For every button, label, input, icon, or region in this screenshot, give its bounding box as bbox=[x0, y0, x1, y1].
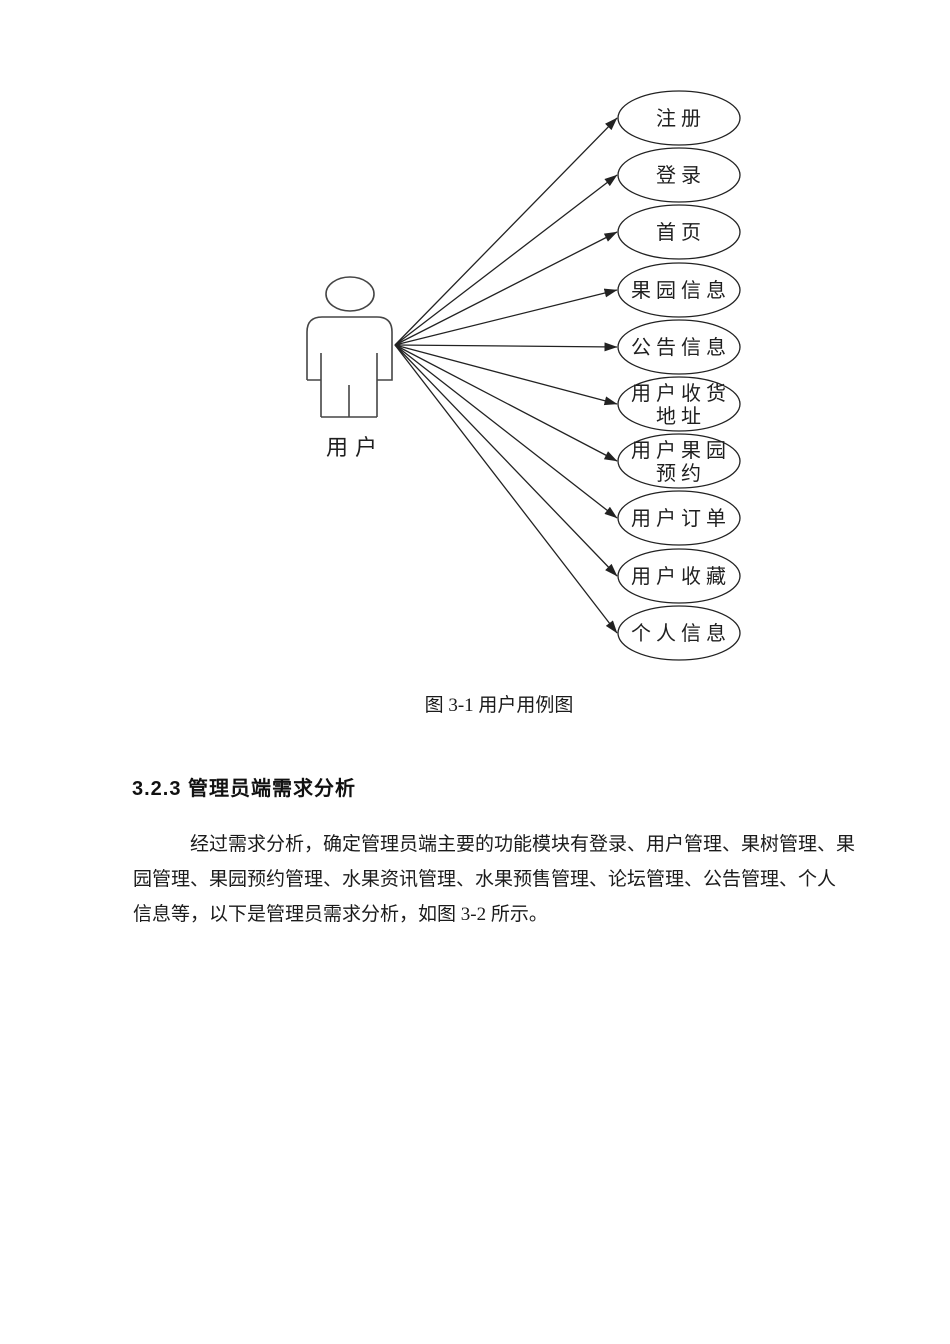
usecase-ellipse bbox=[617, 605, 741, 661]
association-arrows bbox=[394, 117, 618, 634]
usecase-favorites: 用户收藏 bbox=[617, 548, 741, 604]
usecase-login: 登录 bbox=[617, 147, 741, 203]
usecase-label: 用户收藏 bbox=[631, 565, 731, 588]
usecase-ellipse bbox=[617, 204, 741, 260]
association-arrow bbox=[394, 344, 618, 519]
usecase-label: 注册 bbox=[656, 107, 706, 130]
usecase-nodes: 注册 登录 首页 果园信息 公告信息 用户收货 地址 bbox=[617, 90, 741, 661]
association-arrow bbox=[394, 342, 618, 352]
usecase-label: 登录 bbox=[656, 164, 706, 187]
figure-caption: 图 3-1 用户用例图 bbox=[424, 695, 574, 716]
usecase-orders: 用户订单 bbox=[617, 490, 741, 546]
association-arrow bbox=[394, 231, 618, 346]
usecase-ellipse bbox=[617, 490, 741, 546]
association-arrow bbox=[394, 344, 618, 634]
usecase-label: 用户订单 bbox=[631, 507, 731, 530]
association-arrow bbox=[394, 174, 618, 346]
actor-head bbox=[325, 276, 375, 312]
usecase-ellipse bbox=[617, 433, 741, 489]
actor-body bbox=[306, 316, 393, 418]
usecase-orchard-info: 果园信息 bbox=[617, 262, 741, 318]
paragraph-line: 信息等，以下是管理员需求分析，如图 3-2 所示。 bbox=[133, 904, 548, 925]
usecase-label: 公告信息 bbox=[631, 336, 731, 359]
usecase-ellipse bbox=[617, 548, 741, 604]
usecase-label: 地址 bbox=[656, 405, 706, 428]
association-arrow bbox=[394, 344, 618, 406]
actor-label: 用户 bbox=[326, 435, 384, 460]
association-arrow bbox=[394, 117, 618, 346]
usecase-label: 用户收货 bbox=[631, 382, 731, 405]
association-arrow bbox=[394, 344, 618, 577]
usecase-announcement-info: 公告信息 bbox=[617, 319, 741, 375]
usecase-diagram: 用户 注册 登录 首页 bbox=[306, 90, 741, 661]
usecase-home: 首页 bbox=[617, 204, 741, 260]
usecase-ellipse bbox=[617, 376, 741, 432]
paragraph-line: 经过需求分析，确定管理员端主要的功能模块有登录、用户管理、果树管理、果 bbox=[190, 834, 856, 855]
section-heading: 3.2.3 管理员端需求分析 bbox=[132, 778, 357, 800]
association-arrow bbox=[394, 288, 618, 346]
usecase-label: 预约 bbox=[656, 462, 706, 485]
usecase-ellipse bbox=[617, 319, 741, 375]
usecase-label: 个人信息 bbox=[631, 622, 731, 645]
actor-figure bbox=[306, 276, 393, 418]
usecase-label: 首页 bbox=[656, 221, 706, 244]
body-paragraph: 经过需求分析，确定管理员端主要的功能模块有登录、用户管理、果树管理、果 园管理、… bbox=[133, 827, 856, 932]
usecase-personal-info: 个人信息 bbox=[617, 605, 741, 661]
usecase-shipping-address: 用户收货 地址 bbox=[617, 376, 741, 432]
usecase-label: 果园信息 bbox=[631, 279, 731, 302]
usecase-label: 用户果园 bbox=[631, 439, 731, 462]
usecase-register: 注册 bbox=[617, 90, 741, 146]
usecase-ellipse bbox=[617, 90, 741, 146]
usecase-ellipse bbox=[617, 262, 741, 318]
usecase-orchard-reservation: 用户果园 预约 bbox=[617, 433, 741, 489]
association-arrow bbox=[394, 344, 618, 462]
usecase-ellipse bbox=[617, 147, 741, 203]
paragraph-line: 园管理、果园预约管理、水果资讯管理、水果预售管理、论坛管理、公告管理、个人 bbox=[133, 869, 837, 890]
